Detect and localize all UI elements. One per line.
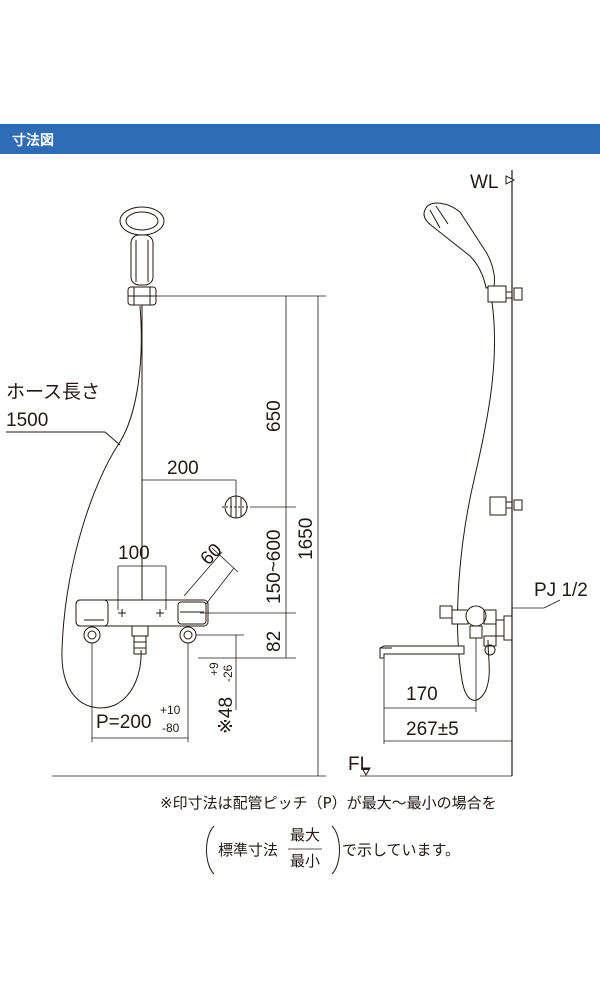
faucet-side bbox=[379, 605, 513, 659]
note-min: 最小 bbox=[290, 852, 320, 870]
pitch-minus: -80 bbox=[162, 721, 180, 735]
dim-650: 650 bbox=[264, 400, 285, 432]
note-paren-right bbox=[331, 825, 340, 875]
wl-label: WL bbox=[470, 172, 499, 193]
pitch-label: P=200 bbox=[96, 712, 151, 733]
dim-60: 60 bbox=[197, 540, 227, 570]
dim-48-minus: -26 bbox=[221, 664, 235, 682]
middle-holder bbox=[222, 495, 250, 519]
note-max: 最大 bbox=[290, 826, 320, 844]
dim-1650: 1650 bbox=[296, 518, 317, 560]
dim-170: 170 bbox=[406, 684, 438, 705]
pitch-plus: +10 bbox=[160, 703, 181, 717]
dim-48-plus: +9 bbox=[207, 662, 221, 676]
section-header: 寸法図 bbox=[0, 124, 600, 154]
dim-48: ※48 bbox=[216, 697, 237, 734]
note-line2: で示しています。 bbox=[342, 841, 460, 859]
dim-150-600: 150~600 bbox=[264, 530, 285, 605]
dim-100: 100 bbox=[118, 543, 150, 564]
side-view bbox=[360, 170, 561, 777]
hose-length-value: 1500 bbox=[6, 410, 48, 431]
note-line1: ※印寸法は配管ピッチ（P）が最大～最小の場合を bbox=[160, 794, 497, 812]
front-view bbox=[6, 206, 326, 777]
note-paren-left bbox=[206, 825, 215, 875]
hose-length-label: ホース長さ bbox=[6, 381, 100, 403]
fl-label: FL bbox=[348, 754, 370, 775]
shower-head-front bbox=[119, 206, 165, 306]
dim-82: 82 bbox=[264, 631, 285, 652]
hose-leader bbox=[104, 431, 121, 446]
section-title: 寸法図 bbox=[12, 133, 54, 149]
pj-label: PJ 1/2 bbox=[534, 580, 588, 601]
hose-curve bbox=[61, 305, 142, 709]
dim-267: 267±5 bbox=[406, 719, 459, 740]
hose-side bbox=[457, 301, 496, 701]
note-paren-label: 標準寸法 bbox=[218, 841, 278, 859]
shower-head-side bbox=[423, 202, 495, 289]
faucet-body-front bbox=[75, 599, 209, 655]
dim-200: 200 bbox=[167, 458, 199, 479]
